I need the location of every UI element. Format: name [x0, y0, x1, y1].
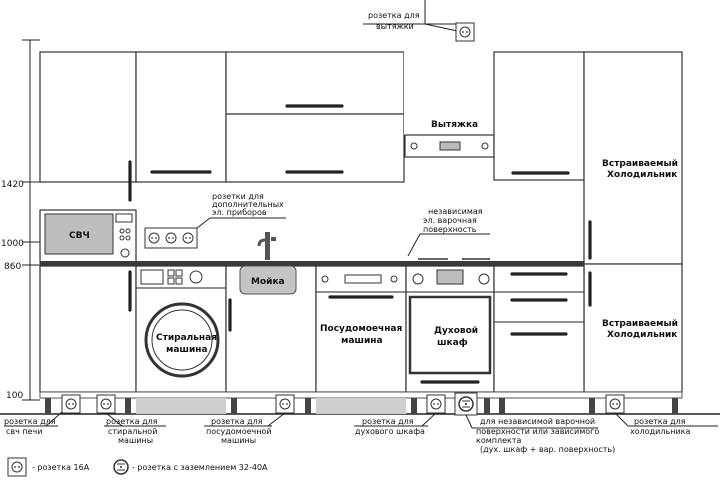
socket-16a-icon	[459, 26, 471, 38]
hob-text-2: эл. варочная	[423, 216, 477, 225]
extra-sockets-text-3: эл. приборов	[212, 208, 267, 217]
microwave-label: СВЧ	[69, 231, 90, 241]
range-hood: Вытяжка	[404, 0, 496, 158]
fridge-top-label-2: Холодильник	[607, 170, 677, 180]
base-left-cabinet	[39, 265, 137, 393]
socket-16a-legend-icon	[11, 461, 23, 473]
mw-socket-text-2: свч печи	[6, 427, 42, 436]
wash-socket-text-1: розетка для	[106, 417, 158, 426]
sink-cabinet: Мойка	[225, 265, 317, 393]
oven-label-1: Духовой	[434, 326, 478, 336]
wash-socket-text-3: машины	[118, 436, 153, 445]
legend-socket-32a: - розетка с заземлением 32-40А	[132, 463, 268, 472]
fridge-socket-text-2: холодильника	[630, 427, 690, 436]
plinth	[39, 391, 683, 414]
legend-socket-16a: - розетка 16А	[32, 463, 90, 472]
fridge-column: Встраиваемый Холодильник Встраиваемый Хо…	[493, 51, 683, 393]
fridge-bottom-label-1: Встраиваемый	[602, 319, 678, 329]
dim-860: 860	[4, 262, 21, 272]
dishwasher-label-1: Посудомоечная	[320, 324, 402, 334]
hob-socket-text-2: поверхности или зависимого	[476, 427, 599, 436]
oven-socket-text-2: духового шкафа	[355, 427, 425, 436]
dish-socket-text-2: посудомоечной	[206, 427, 272, 436]
wash-socket-text-2: стиральной	[108, 427, 157, 436]
dishwasher: Посудомоечная машина	[315, 265, 407, 393]
washer-label-2: машина	[166, 345, 208, 355]
upper-cabinets	[39, 51, 405, 202]
hob-socket-text-4: (дух. шкаф + вар. поверхность)	[480, 445, 615, 454]
oven-label-2: шкаф	[437, 338, 468, 348]
fridge-bottom-label-2: Холодильник	[607, 330, 677, 340]
washing-machine: Стиральная машина	[135, 265, 227, 393]
hood-socket-text-2: вытяжки	[376, 22, 414, 31]
hood-socket-text-1: розетка для	[368, 11, 420, 20]
dish-socket-text-1: розетка для	[211, 417, 263, 426]
socket-32a-legend-icon	[113, 459, 129, 475]
extra-sockets-text-2: дополнительных	[212, 200, 284, 209]
dim-1420: 1420	[1, 180, 24, 190]
washer-label-1: Стиральная	[156, 333, 217, 343]
fridge-socket-text-1: розетка для	[634, 417, 686, 426]
dim-100: 100	[6, 391, 23, 401]
legend: - розетка 16А - розетка с заземлением 32…	[7, 457, 268, 477]
hood-label: Вытяжка	[431, 120, 478, 130]
faucet	[257, 232, 276, 260]
oven: Духовой шкаф	[405, 265, 495, 393]
bottom-sockets	[61, 392, 625, 416]
extra-sockets-text-1: розетки для	[212, 192, 264, 201]
fridge-top-label-1: Встраиваемый	[602, 159, 678, 169]
microwave: СВЧ	[39, 209, 137, 264]
oven-socket-text-1: розетка для	[362, 417, 414, 426]
mw-socket-text-1: розетка для	[4, 417, 56, 426]
drawer-unit	[493, 265, 585, 393]
bottom-callouts: розетка для свч печи розетка для стираль…	[4, 411, 718, 454]
hob-socket-text-1: для независимой варочной	[480, 417, 595, 426]
dim-1000: 1000	[1, 239, 24, 249]
hob-text-1: независимая	[428, 207, 483, 216]
hob-callout: независимая эл. варочная поверхность	[407, 207, 490, 260]
countertop	[40, 261, 584, 266]
hob-socket-text-3: комплекта	[476, 436, 522, 445]
height-dimension: 1420 1000 860 100	[1, 39, 40, 401]
sink-label: Мойка	[251, 277, 285, 287]
hood-socket-callout: розетка для вытяжки	[363, 0, 475, 42]
dishwasher-label-2: машина	[341, 336, 383, 346]
hob-text-3: поверхность	[423, 225, 477, 234]
dish-socket-text-3: машины	[221, 436, 256, 445]
extra-sockets: розетки для дополнительных эл. приборов	[144, 192, 286, 249]
